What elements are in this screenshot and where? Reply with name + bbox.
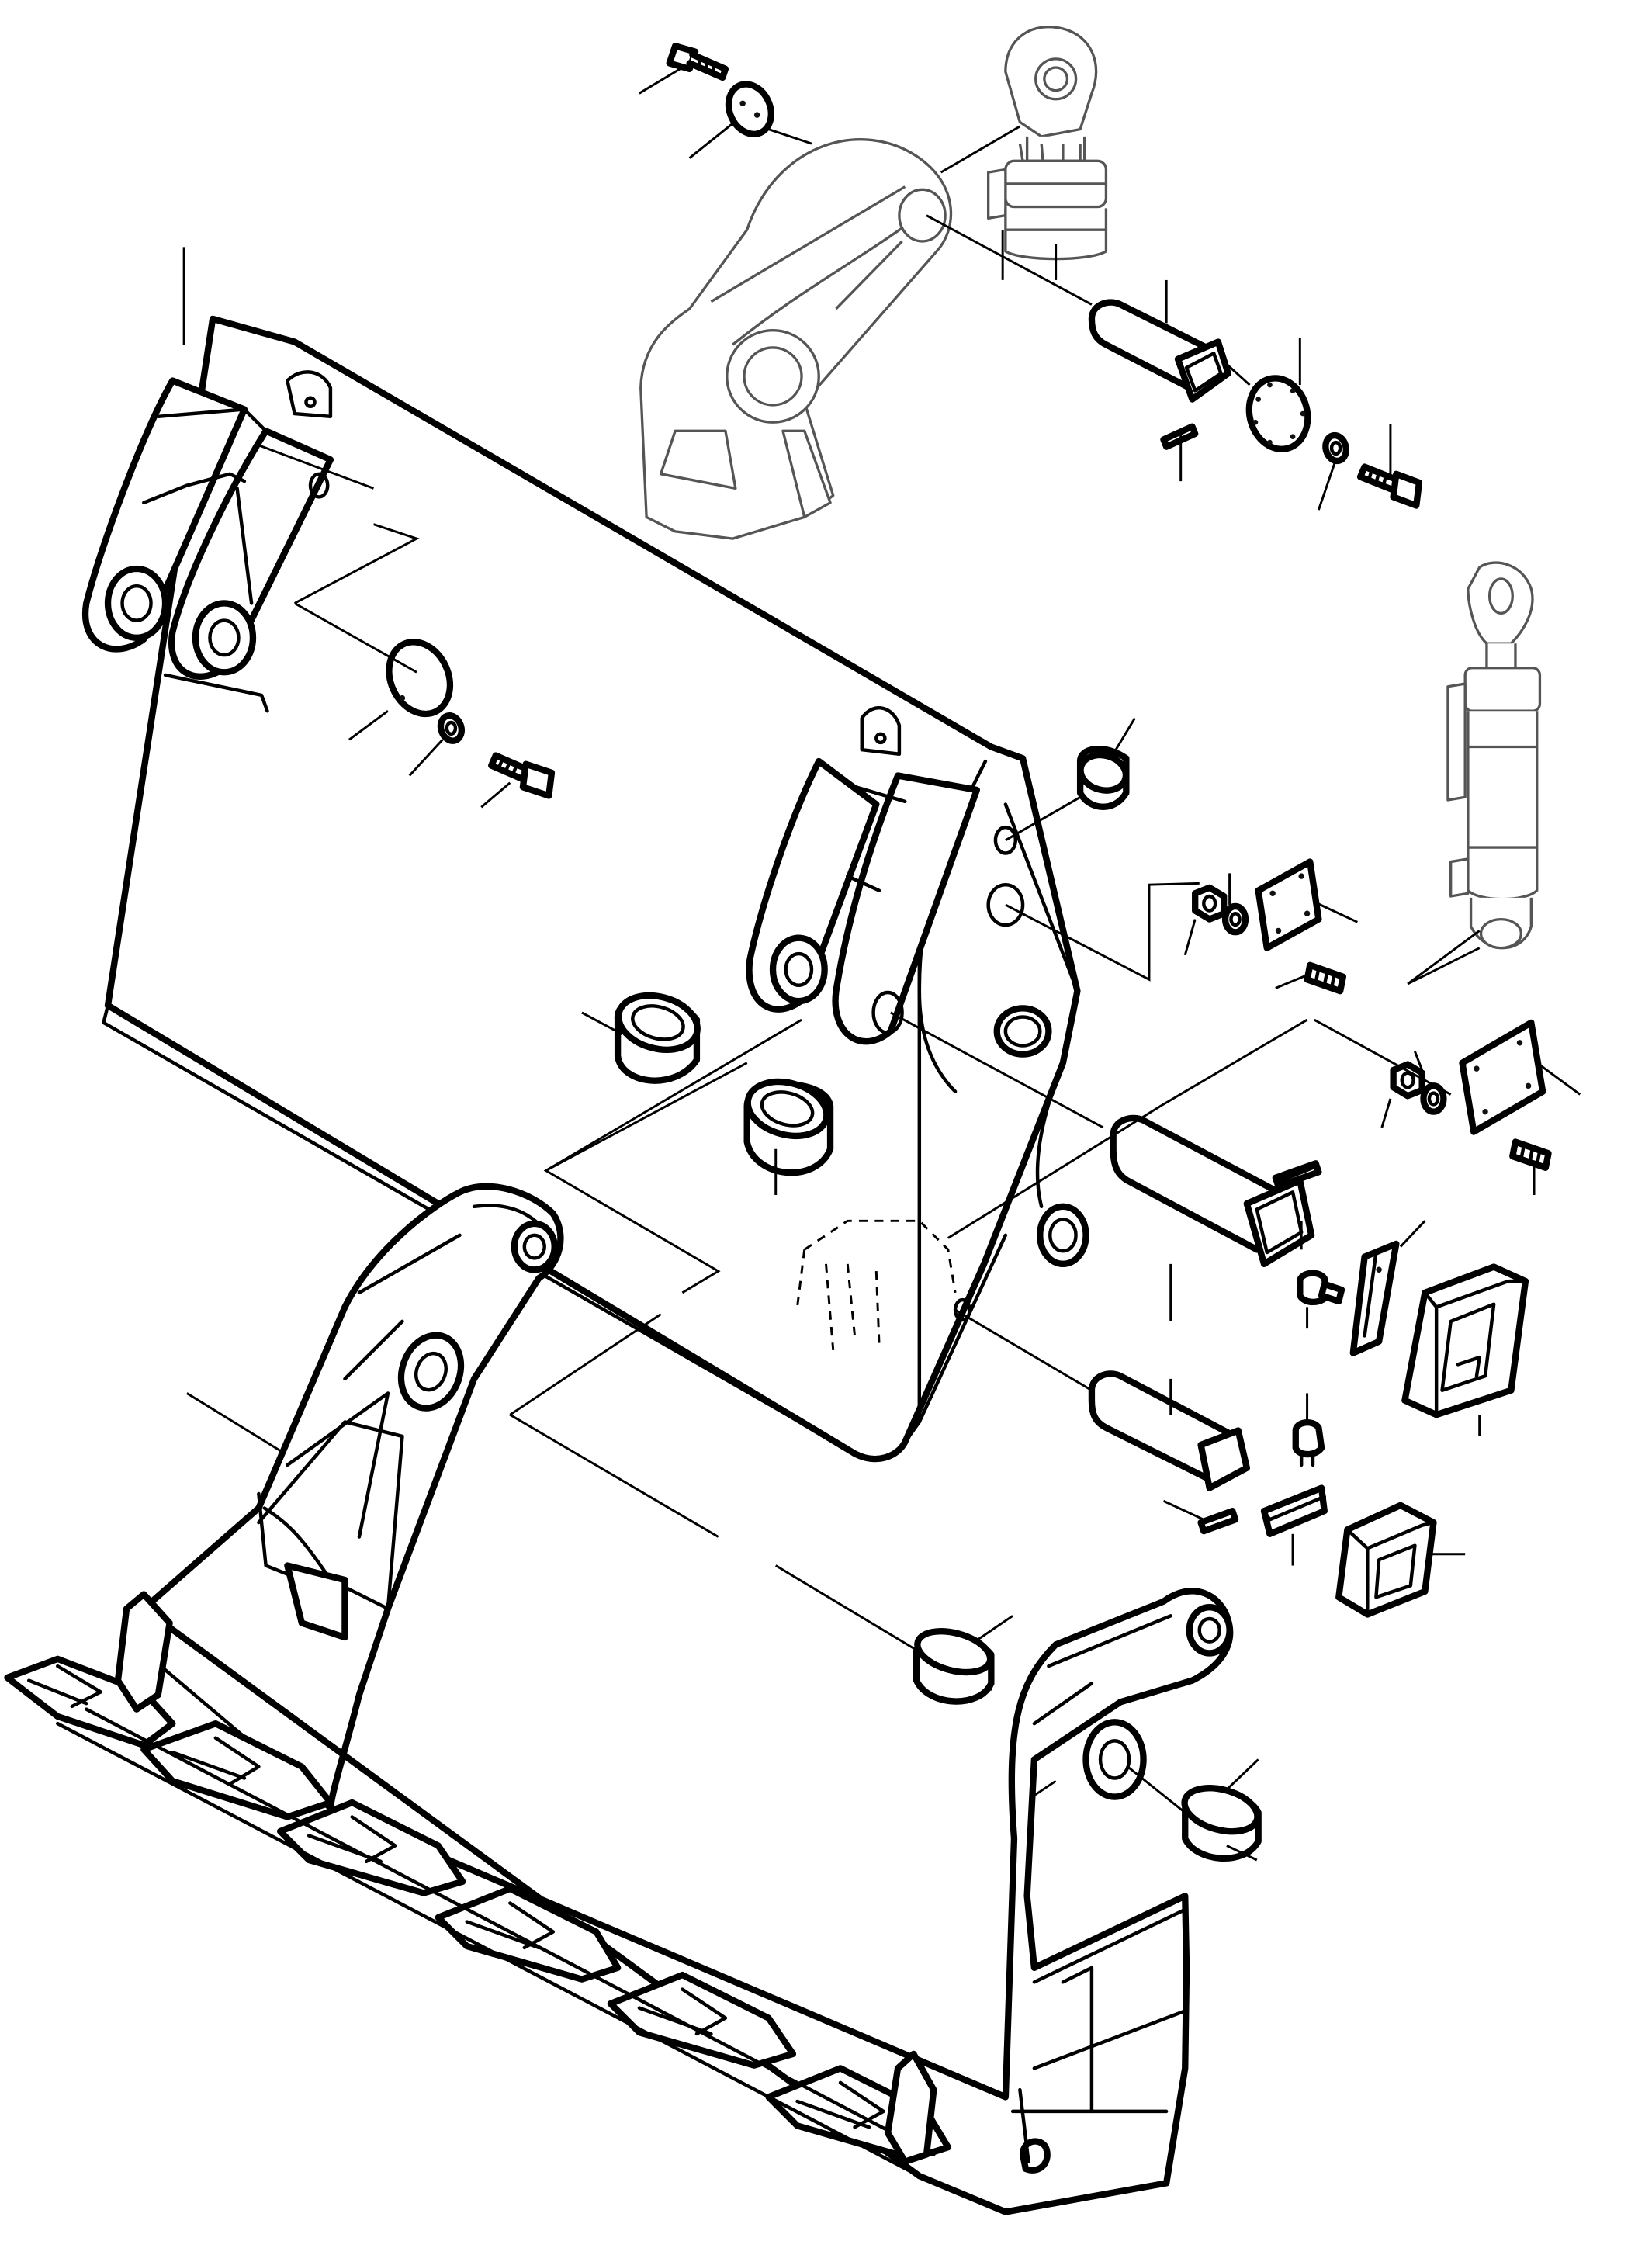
pin-middle (1110, 1114, 1315, 1268)
nut-2 (1390, 1061, 1425, 1100)
pin-upper (1088, 299, 1231, 403)
teeth-row (4, 1591, 951, 2178)
bushing-lower-1 (913, 1628, 995, 1705)
bushing-right (1076, 746, 1130, 810)
wear-block-1 (1401, 1263, 1529, 1418)
flange-ring (1245, 375, 1311, 452)
stud-1 (1304, 961, 1347, 995)
stud-2 (1509, 1138, 1552, 1171)
bolt-left (488, 752, 556, 799)
washer-1 (1221, 902, 1249, 936)
bushing-center-1 (614, 992, 701, 1084)
cover-plate-square-1 (1255, 858, 1322, 951)
roll-pin-upper (1160, 423, 1199, 450)
tilt-cylinder-top (986, 26, 1108, 261)
plate-top (725, 81, 774, 137)
cover-plate-square-2 (1459, 1019, 1546, 1135)
bushing-center-3 (993, 1005, 1052, 1058)
bucket-frame (140, 1183, 1234, 2215)
cap-screw-1 (1297, 1270, 1345, 1306)
roll-pin-lower (1197, 1508, 1239, 1535)
retainer-bar-1 (1349, 1240, 1400, 1356)
cover-plate-left (386, 639, 454, 718)
bushing-lower-2 (1181, 1785, 1262, 1862)
cap-screw-2 (1292, 1419, 1325, 1467)
pin-lower (1088, 1370, 1250, 1491)
wear-block-2 (1335, 1502, 1437, 1618)
retainer-bar-2 (1260, 1484, 1328, 1537)
washer-left (437, 712, 466, 744)
roll-pin-middle (1272, 1160, 1322, 1190)
bolt-top (666, 43, 729, 81)
bushing-center-2 (743, 1078, 834, 1176)
lift-arm (639, 138, 953, 540)
bolt-upper (1356, 463, 1423, 509)
washer-upper (1322, 431, 1349, 465)
tilt-cylinder-side (1446, 561, 1542, 950)
nut-1 (1192, 884, 1228, 923)
bucket-shell (81, 315, 1089, 1463)
leader-lines (182, 66, 1581, 1862)
